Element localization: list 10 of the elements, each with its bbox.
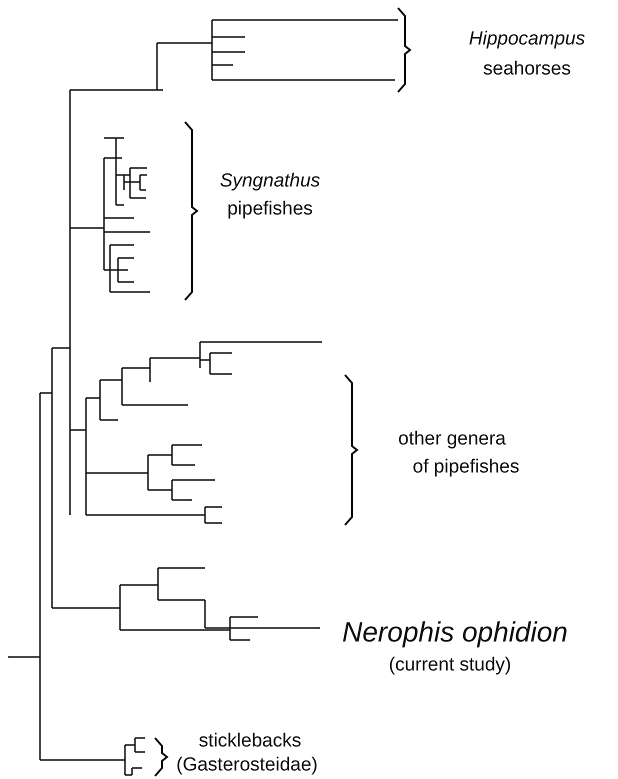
clade-label: other genera — [398, 430, 506, 450]
clade-label: (current study) — [388, 656, 512, 676]
clade-label: pipefishes — [227, 200, 313, 220]
clade-label: of pipefishes — [412, 458, 520, 478]
clade-label: Nerophis ophidion — [342, 618, 568, 648]
clade-label: Hippocampus — [468, 30, 586, 50]
clade-label: (Gasterosteidae) — [176, 756, 318, 776]
clade-label: sticklebacks — [198, 732, 302, 752]
clade-label: Syngnathus — [220, 172, 320, 192]
clade-label: seahorses — [483, 60, 571, 80]
